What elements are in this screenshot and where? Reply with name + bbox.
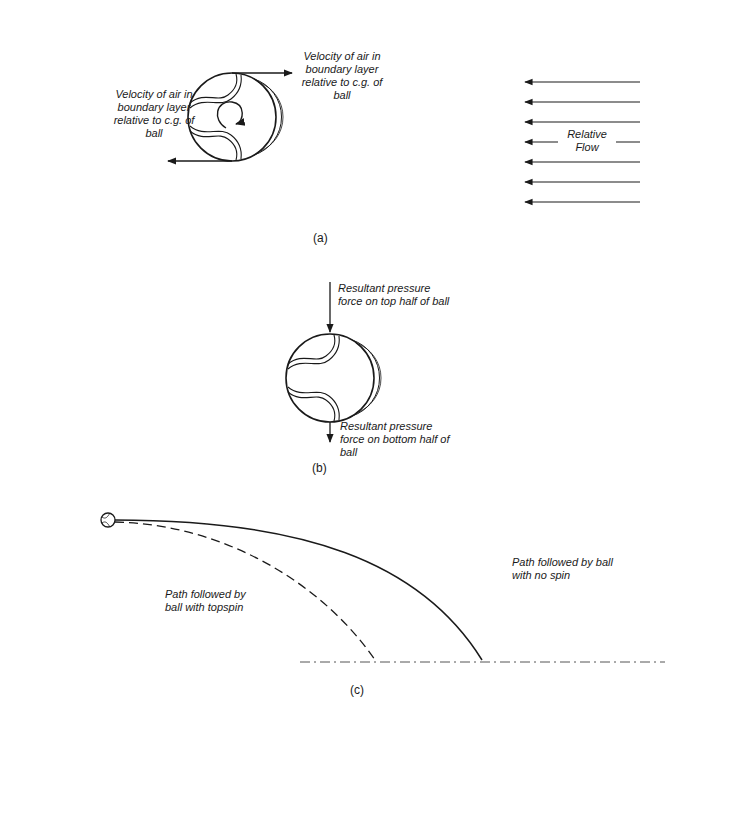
annotation-label: Velocity of air in boundary layer relati… [296, 50, 388, 102]
path-topspin [115, 522, 375, 660]
figure-label: (b) [312, 462, 342, 475]
annotation-label: Velocity of air in boundary layer relati… [108, 88, 200, 140]
force-arrow [329, 282, 330, 332]
velocity-arrow [232, 72, 292, 73]
ground-line [300, 662, 665, 663]
spin-symbol [217, 102, 242, 128]
velocity-arrow [168, 160, 232, 161]
annotation-label: Resultant pressure force on top half of … [338, 282, 454, 308]
tennis-ball [188, 73, 283, 161]
figure-label: (c) [350, 684, 380, 697]
annotation-label: Resultant pressure force on bottom half … [340, 420, 458, 459]
flow-label: Relative Flow [558, 128, 616, 154]
path-no-spin [115, 520, 482, 660]
force-arrow [329, 422, 330, 442]
annotation-label: Path followed by ball with no spin [512, 556, 620, 582]
flow-lines [525, 82, 640, 202]
tennis-ball [286, 334, 381, 422]
figure-label: (a) [313, 232, 343, 245]
annotation-label: Path followed by ball with topspin [165, 588, 255, 614]
small-ball [101, 513, 115, 527]
